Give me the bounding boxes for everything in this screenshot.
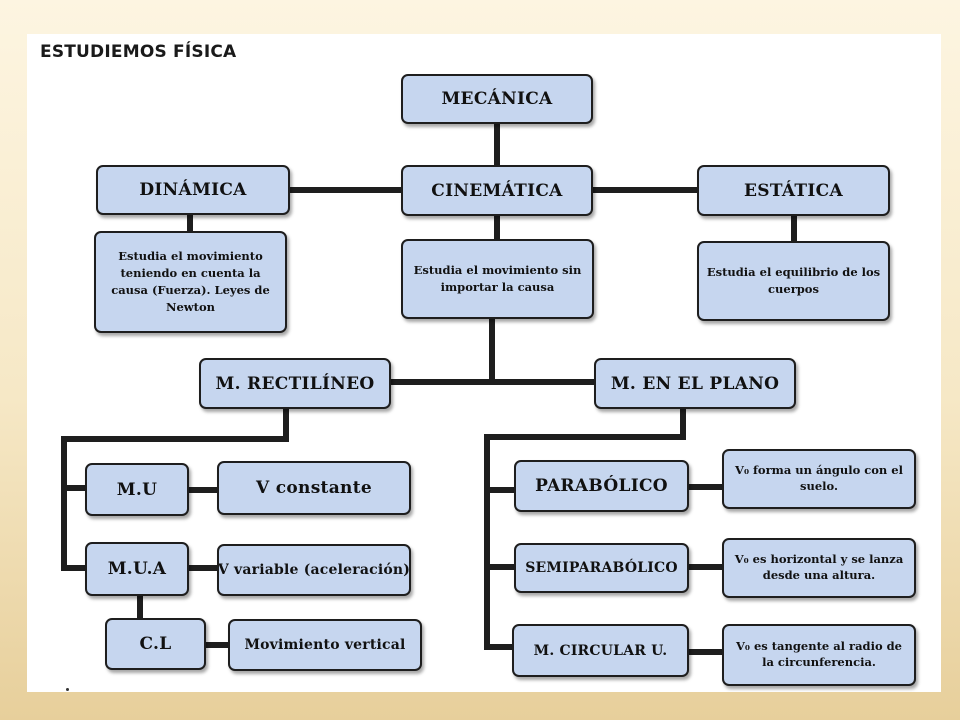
node-estatica: ESTÁTICA xyxy=(697,165,890,216)
node-m-circular-u: M. CIRCULAR U. xyxy=(512,624,689,677)
node-cinematica-desc: Estudia el movimiento sin importar la ca… xyxy=(401,239,594,319)
page-title: ESTUDIEMOS FÍSICA xyxy=(40,42,237,62)
node-cl: C.L xyxy=(105,618,206,670)
connector-plano-branch xyxy=(484,405,686,650)
stray-dot xyxy=(66,688,69,691)
node-dinamica: DINÁMICA xyxy=(96,165,290,215)
node-semiparabolico-desc: V₀ es horizontal y se lanza desde una al… xyxy=(722,538,916,598)
node-cl-desc: Movimiento vertical xyxy=(228,619,422,671)
node-parabolico-desc: V₀ forma un ángulo con el suelo. xyxy=(722,449,916,509)
node-m-rectilineo: M. RECTILÍNEO xyxy=(199,358,391,409)
node-estatica-desc: Estudia el equilibrio de los cuerpos xyxy=(697,241,890,321)
node-mu-desc: V constante xyxy=(217,461,411,515)
node-mua-desc: V variable (aceleración) xyxy=(217,544,411,596)
connector-cinematica-trunk xyxy=(387,315,598,385)
node-semiparabolico: SEMIPARABÓLICO xyxy=(514,543,689,593)
node-dinamica-desc: Estudia el movimiento teniendo en cuenta… xyxy=(94,231,287,333)
connector-rectilineo-branch xyxy=(61,405,289,571)
node-mu: M.U xyxy=(85,463,189,516)
node-parabolico: PARABÓLICO xyxy=(514,460,689,512)
node-cinematica: CINEMÁTICA xyxy=(401,165,593,216)
node-mecanica: MECÁNICA xyxy=(401,74,593,124)
node-m-en-el-plano: M. EN EL PLANO xyxy=(594,358,796,409)
node-circular-desc: V₀ es tangente al radio de la circunfere… xyxy=(722,624,916,686)
node-mua: M.U.A xyxy=(85,542,189,596)
